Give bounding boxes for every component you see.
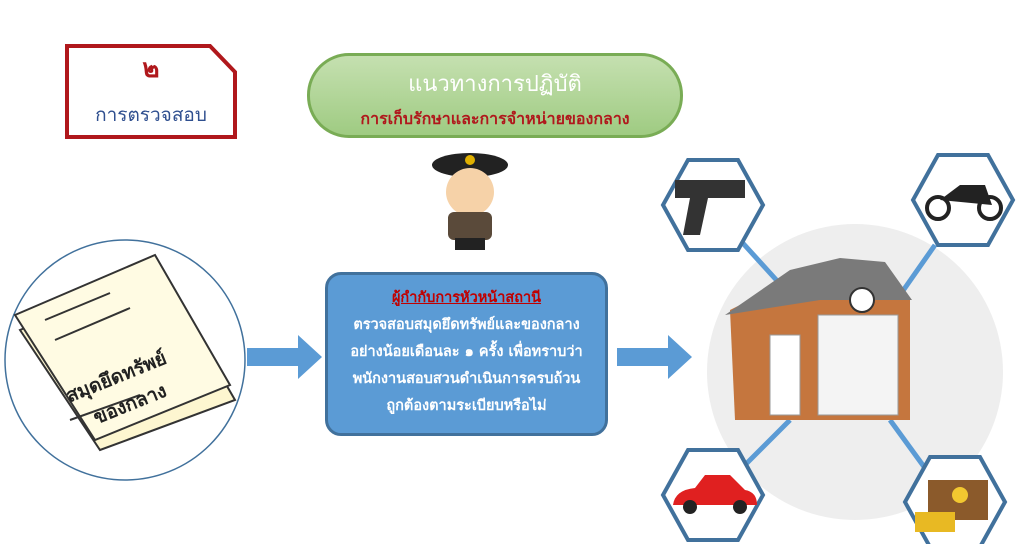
step-number: ๒ bbox=[142, 54, 160, 84]
guideline-subtitle: การเก็บรักษาและการจำหน่ายของกลาง bbox=[360, 109, 630, 128]
inspection-heading: ผู้กำกับการหัวหน้าสถานี bbox=[391, 290, 542, 306]
gun-hexagon bbox=[660, 158, 766, 252]
police-mascot-icon bbox=[432, 153, 508, 250]
inspection-box: ผู้กำกับการหัวหน้าสถานี ตรวจสอบสมุดยึดทร… bbox=[325, 272, 608, 436]
arrow-right-icon bbox=[617, 335, 692, 379]
step-box-frame bbox=[65, 44, 237, 139]
guideline-banner: แนวทางการปฏิบัติ การเก็บรักษาและการจำหน่… bbox=[307, 53, 683, 138]
pistol-icon bbox=[675, 180, 745, 235]
treasure-hexagon bbox=[902, 455, 1008, 544]
inspection-line: ตรวจสอบสมุดยึดทรัพย์และของกลาง bbox=[353, 317, 580, 333]
step-label: การตรวจสอบ bbox=[95, 104, 207, 126]
motorcycle-icon bbox=[925, 185, 1003, 221]
motorcycle-hexagon bbox=[910, 153, 1016, 247]
arrow-right-icon bbox=[247, 335, 322, 379]
storage-shed-illustration bbox=[707, 224, 1003, 520]
inspection-line: พนักงานสอบสวนดำเนินการครบถ้วน bbox=[352, 371, 581, 387]
treasure-chest-icon bbox=[915, 480, 988, 532]
car-hexagon bbox=[660, 448, 766, 542]
guideline-title: แนวทางการปฏิบัติ bbox=[408, 72, 582, 97]
inspection-line: อย่างน้อยเดือนละ ๑ ครั้ง เพื่อทราบว่า bbox=[350, 344, 583, 360]
notebook-illustration: สมุดยึดทรัพย์ ของกลาง bbox=[4, 239, 246, 481]
car-icon bbox=[673, 475, 757, 514]
inspection-line: ถูกต้องตามระเบียบหรือไม่ bbox=[386, 398, 547, 414]
